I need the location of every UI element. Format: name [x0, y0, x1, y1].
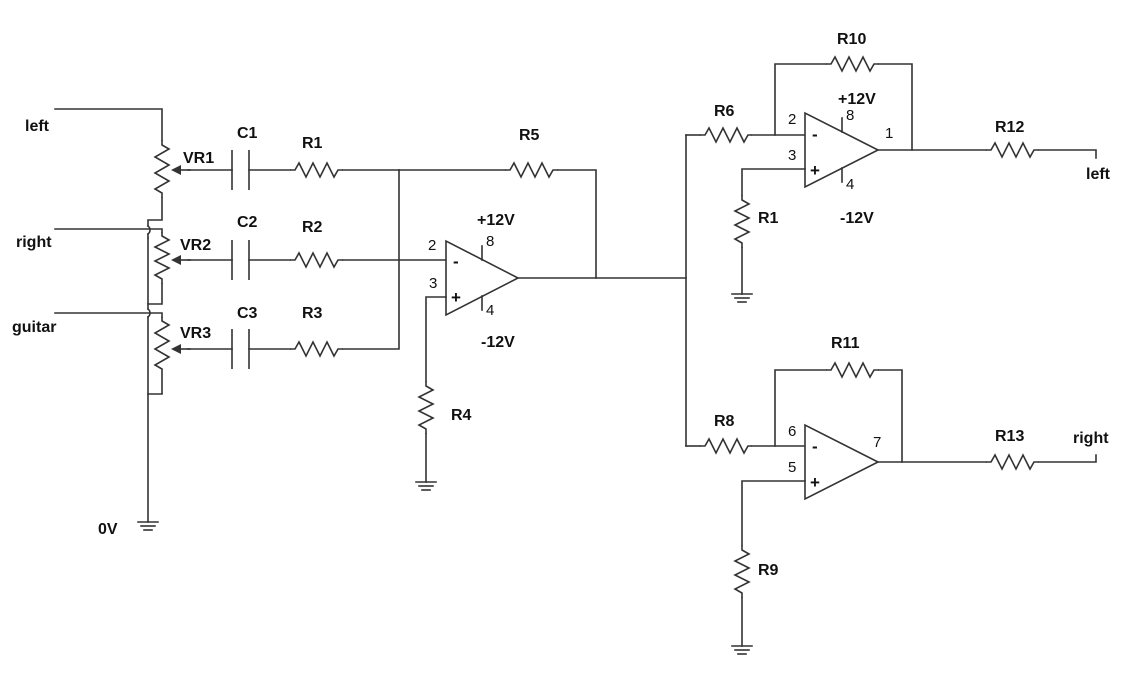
guitar-input-wire	[54, 312, 163, 318]
vr3-label: VR3	[180, 325, 211, 342]
left-pin-vpos: 8	[846, 107, 854, 124]
resistor-r1	[290, 161, 343, 179]
left-stage	[685, 55, 1097, 303]
r10-feedback-left-wire	[774, 63, 827, 136]
r1-label: R1	[302, 135, 323, 152]
zero-volt-label: 0V	[98, 521, 118, 538]
vr1-label: VR1	[183, 150, 214, 167]
r10-feedback-right-wire	[878, 63, 913, 151]
r3-label: R3	[302, 305, 323, 322]
input-right-label: right	[16, 234, 52, 251]
right-minus-sign: -	[812, 437, 818, 456]
right-pin-noninv: 5	[788, 459, 796, 476]
r9-label: R9	[758, 562, 779, 579]
r6-label: R6	[714, 103, 735, 120]
zero-volt-rail	[147, 316, 163, 395]
left-output-terminal-wire	[1038, 149, 1097, 159]
capacitor-c3	[231, 329, 291, 369]
r12-label: R12	[995, 119, 1024, 136]
left-vpos-label: +12V	[838, 91, 876, 108]
ground-symbol-right	[731, 645, 753, 655]
mixer-pin-vneg: 4	[486, 302, 494, 319]
input-section	[54, 108, 597, 531]
right-stage	[685, 361, 1097, 655]
r8-label: R8	[714, 413, 735, 430]
left-pin-noninv: 3	[788, 147, 796, 164]
r2-label: R2	[302, 219, 323, 236]
c1-label: C1	[237, 125, 258, 142]
c2-label: C2	[237, 214, 258, 231]
ground-symbol-0v	[137, 521, 159, 531]
vr2-label: VR2	[180, 237, 211, 254]
resistor-r9	[733, 545, 751, 598]
right-opamp-body	[804, 423, 880, 501]
vr3-wiper-arrow	[171, 344, 181, 354]
vr2-potentiometer	[153, 232, 171, 284]
r3-to-bus-wire	[342, 169, 400, 350]
resistor-r8	[700, 437, 752, 455]
mixer-noninv-wire	[425, 296, 447, 382]
resistor-r6	[700, 126, 752, 144]
resistor-r11	[826, 361, 879, 379]
r1-left-label: R1	[758, 210, 779, 227]
r13-label: R13	[995, 428, 1024, 445]
r10-label: R10	[837, 31, 866, 48]
input-left-label: left	[25, 118, 50, 135]
r11-feedback-right-wire	[878, 369, 903, 463]
capacitor-c1	[231, 150, 291, 190]
wire-hop-right	[146, 224, 151, 236]
right-pin-out: 7	[873, 434, 881, 451]
vr1-potentiometer	[153, 140, 171, 198]
right-noninv-wire	[741, 480, 806, 546]
vr2-wiper-arrow	[171, 255, 181, 265]
ground-symbol-left	[731, 293, 753, 303]
r11-feedback-left-wire	[774, 369, 827, 447]
c3-label: C3	[237, 305, 258, 322]
vr1-wiper-arrow	[171, 165, 181, 175]
left-input-wire	[54, 108, 163, 141]
left-pin-inv: 2	[788, 111, 796, 128]
labels: left right guitar 0V VR1 VR2 VR3 C1 C2 C…	[12, 31, 1111, 579]
vr3-potentiometer	[153, 317, 171, 394]
right-output-terminal-wire	[1038, 454, 1097, 463]
left-pin-out: 1	[885, 125, 893, 142]
capacitor-c2	[231, 240, 291, 280]
r4-label: R4	[451, 407, 472, 424]
vr2-ground-rail	[147, 237, 163, 305]
left-pin-vneg: 4	[846, 176, 854, 193]
r11-label: R11	[831, 335, 860, 352]
output-right-label: right	[1073, 430, 1109, 447]
r5-feedback-wire	[557, 169, 597, 279]
right-pin-inv: 6	[788, 423, 796, 440]
resistor-r5	[505, 161, 558, 179]
left-minus-sign: -	[812, 125, 818, 144]
resistor-r2	[290, 251, 343, 269]
left-vneg-label: -12V	[840, 210, 874, 227]
mixer-vpos-label: +12V	[477, 212, 515, 229]
vr1-vr2-link	[147, 197, 163, 227]
resistor-r12	[986, 141, 1039, 159]
ground-symbol-r4	[415, 481, 437, 491]
mixer-plus-sign: +	[451, 288, 461, 307]
mixer-pin-inv: 2	[428, 237, 436, 254]
mixer-minus-sign: -	[453, 252, 459, 271]
r5-label: R5	[519, 127, 540, 144]
right-plus-sign: +	[810, 473, 820, 492]
resistor-r3	[290, 340, 343, 358]
mixer-vneg-label: -12V	[481, 334, 515, 351]
mixer-pin-noninv: 3	[429, 275, 437, 292]
left-noninv-wire	[741, 168, 806, 196]
input-guitar-label: guitar	[12, 319, 56, 336]
mixer-opamp	[415, 134, 687, 491]
left-plus-sign: +	[810, 161, 820, 180]
resistor-r1-left	[733, 195, 751, 248]
resistor-r10	[826, 55, 879, 73]
output-left-label: left	[1086, 166, 1111, 183]
resistor-r4	[417, 381, 435, 434]
mixer-pin-vpos: 8	[486, 233, 494, 250]
right-input-wire	[54, 228, 163, 233]
resistor-r13	[986, 453, 1039, 471]
